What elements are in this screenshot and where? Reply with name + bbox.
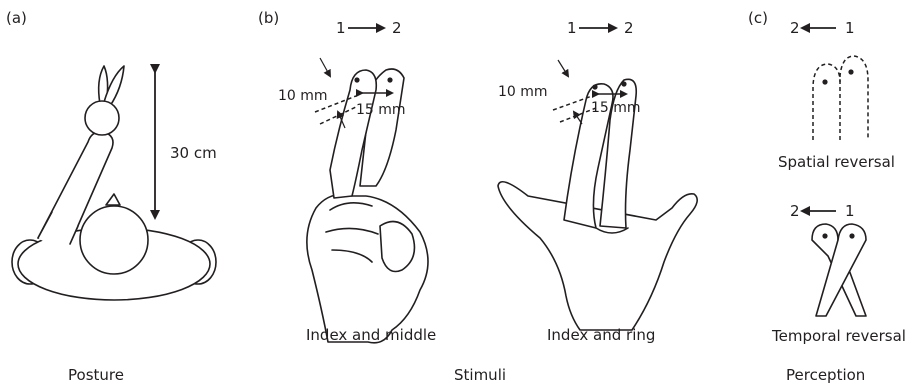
right-order-from: 1 <box>567 19 577 37</box>
spatial-order-from: 2 <box>790 19 800 37</box>
hand-index-middle: 10 mm 15 mm <box>278 58 428 343</box>
panel-c: (c) 2 1 Spatial reversal 2 1 Temporal re… <box>748 9 906 384</box>
right-order: 1 2 <box>567 19 634 37</box>
perception-caption: Perception <box>786 366 865 384</box>
left-width-label: 15 mm <box>356 102 406 118</box>
body-drawing <box>12 194 216 300</box>
spatial-order: 2 1 <box>790 19 855 37</box>
hand-index-ring: 10 mm 15 mm <box>498 60 697 330</box>
right-width-label: 15 mm <box>591 100 641 116</box>
spatial-fingers <box>813 56 868 140</box>
temporal-caption: Temporal reversal <box>771 327 906 345</box>
posture-caption: Posture <box>68 366 124 384</box>
temporal-order: 2 1 <box>790 202 855 220</box>
left-order: 1 2 <box>336 19 402 37</box>
spatial-caption: Spatial reversal <box>778 153 895 171</box>
right-order-to: 2 <box>624 19 634 37</box>
temporal-order-to: 1 <box>845 202 855 220</box>
stimuli-caption: Stimuli <box>454 366 506 384</box>
panel-b: (b) 1 2 10 mm 15 mm Index and middle <box>258 9 697 384</box>
distance-label: 30 cm <box>170 144 217 162</box>
temporal-fingers <box>812 224 866 316</box>
panel-c-label: (c) <box>748 9 768 27</box>
left-gap-label: 10 mm <box>278 88 328 104</box>
right-hand-caption: Index and ring <box>547 326 655 344</box>
temporal-order-from: 2 <box>790 202 800 220</box>
panel-b-label: (b) <box>258 9 279 27</box>
left-hand-caption: Index and middle <box>306 326 436 344</box>
right-gap-label: 10 mm <box>498 84 548 100</box>
left-order-to: 2 <box>392 19 402 37</box>
panel-a-label: (a) <box>6 9 27 27</box>
left-order-from: 1 <box>336 19 346 37</box>
spatial-order-to: 1 <box>845 19 855 37</box>
panel-a: (a) 30 cm Posture <box>6 9 217 384</box>
